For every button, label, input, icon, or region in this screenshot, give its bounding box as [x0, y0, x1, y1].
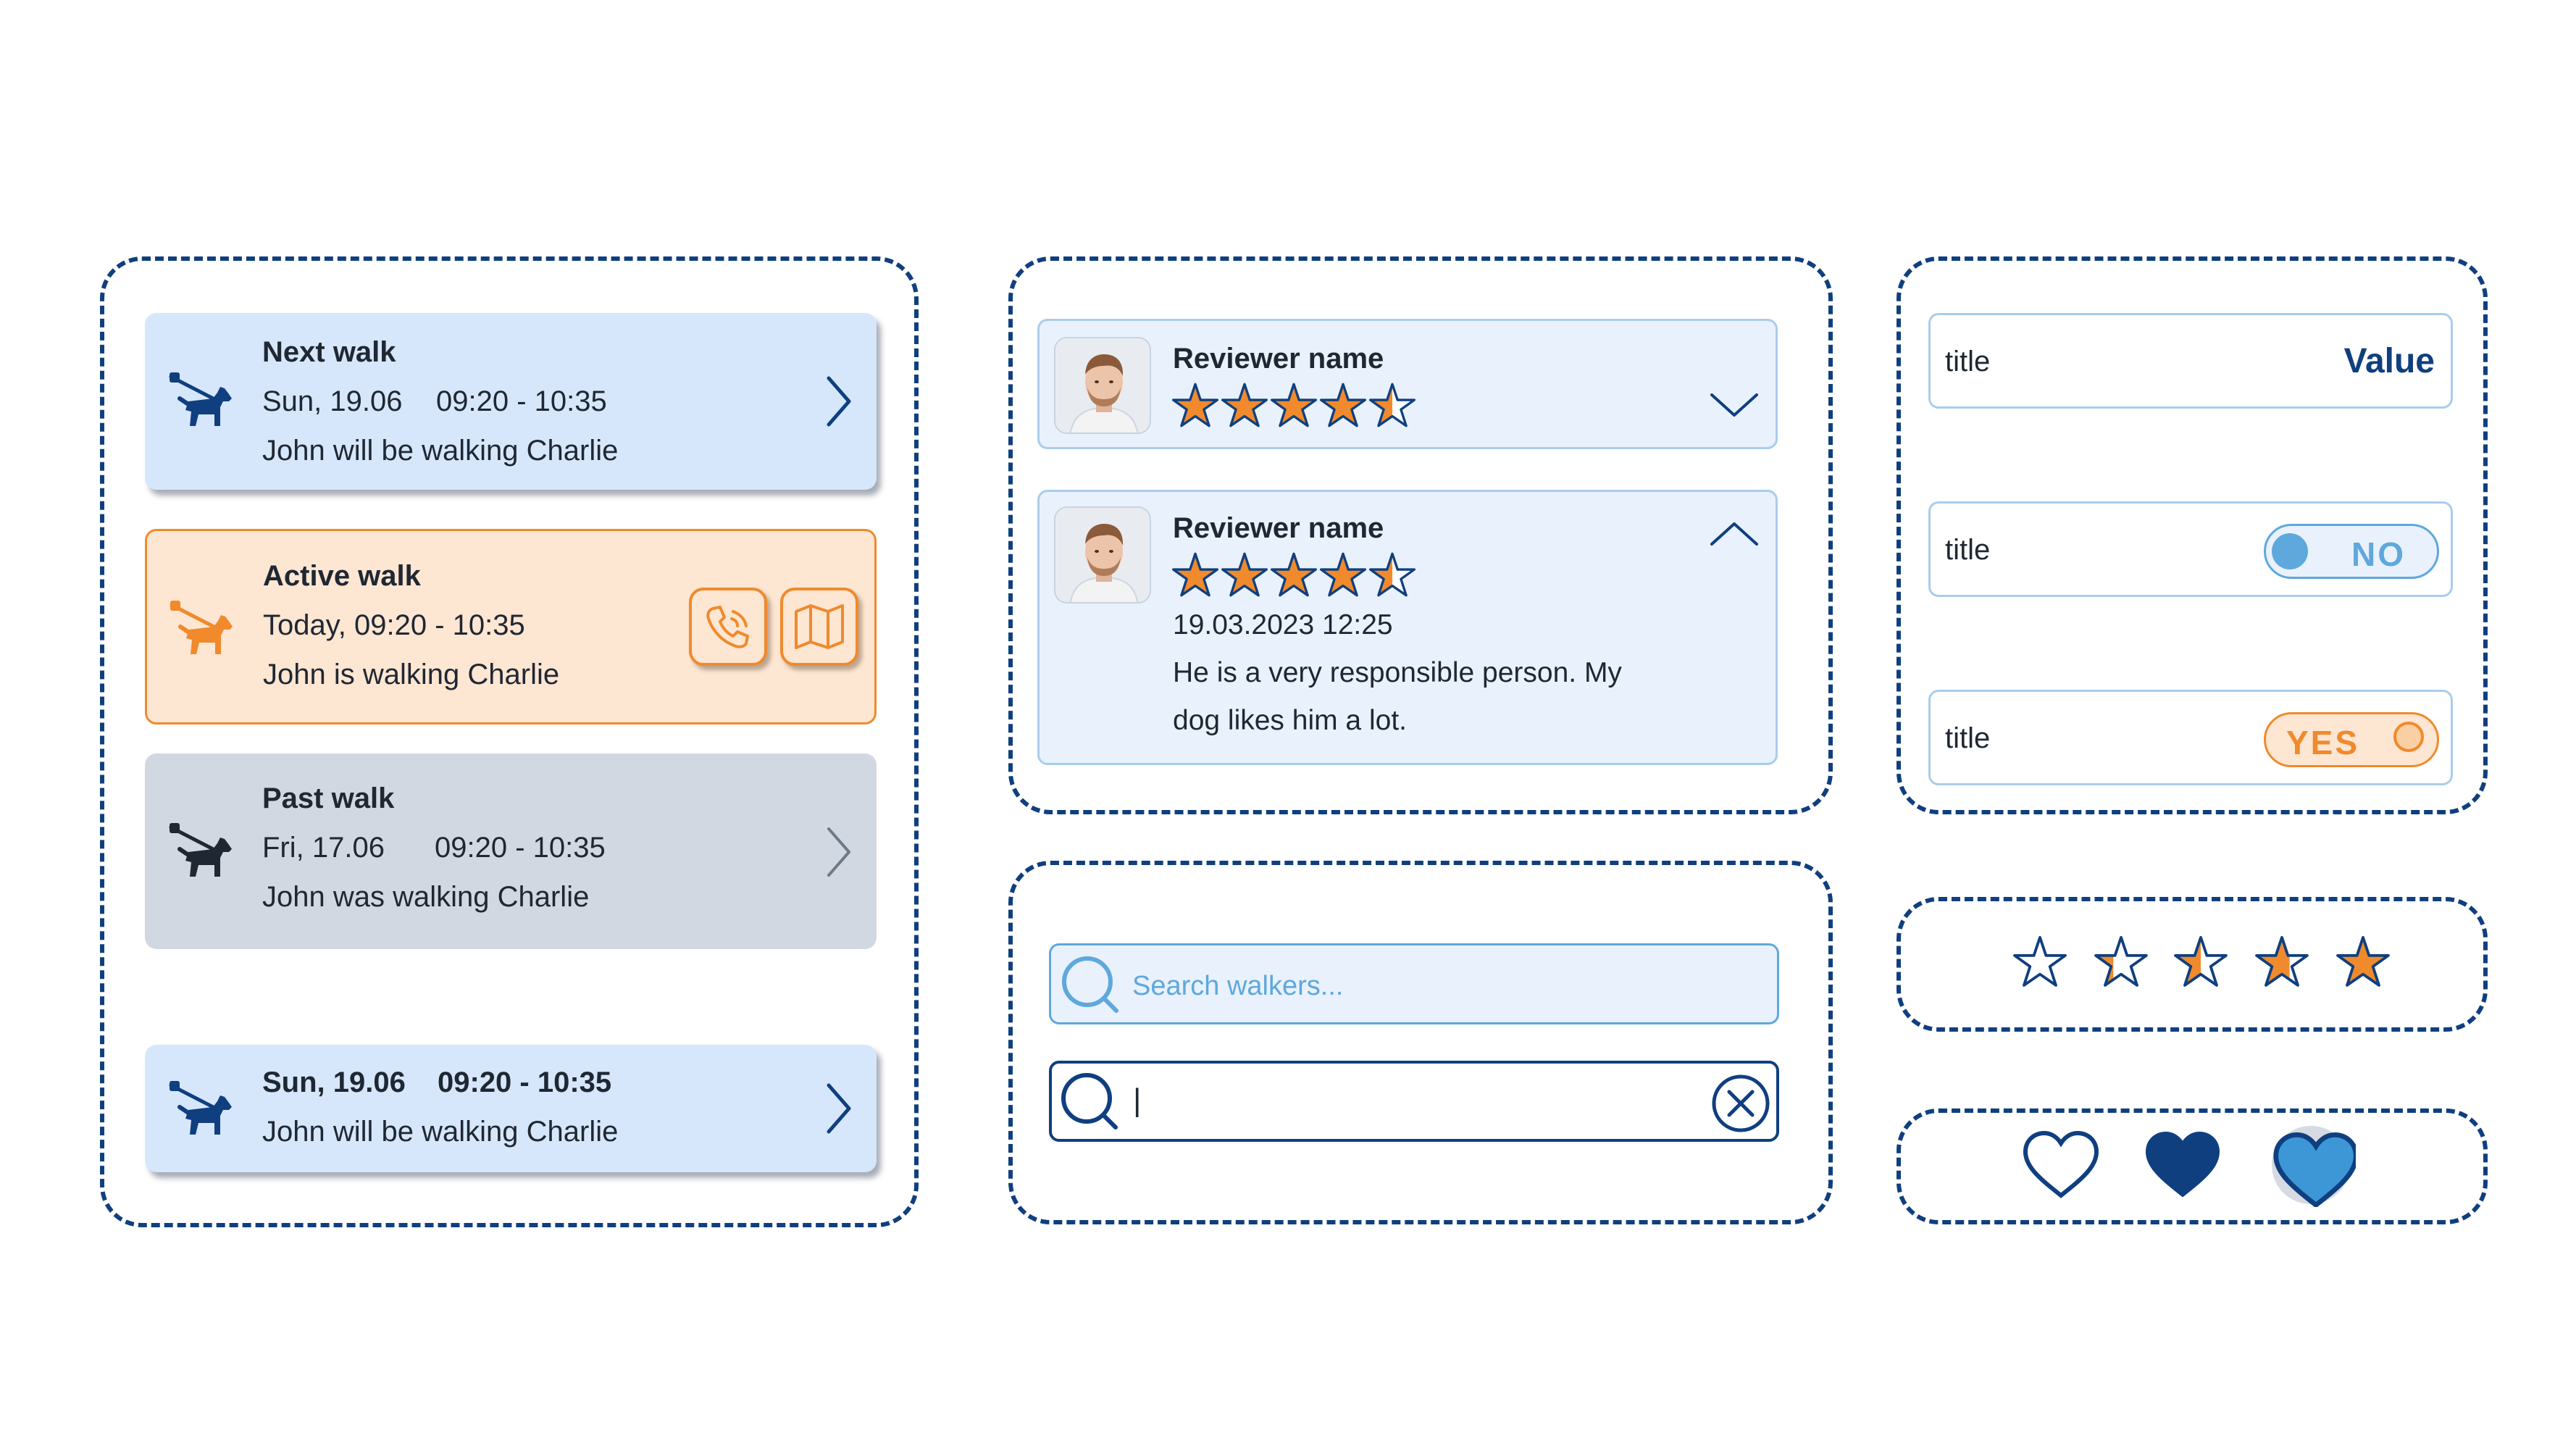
search-input-text[interactable]: |	[1133, 1082, 1142, 1118]
setting-row-toggle-off[interactable]: title NO	[1928, 501, 2453, 597]
reviews-group	[1008, 256, 1833, 814]
star-full-icon	[1221, 382, 1268, 430]
star-full-icon	[1221, 551, 1268, 599]
setting-row-toggle-on[interactable]: title YES	[1928, 690, 2453, 785]
chevron-up-icon[interactable]	[1709, 519, 1760, 552]
chevron-right-icon[interactable]	[824, 1082, 853, 1135]
search-icon	[1058, 1069, 1121, 1137]
chevron-right-icon[interactable]	[824, 375, 853, 427]
toggle-label: NO	[2351, 535, 2406, 573]
map-icon	[795, 604, 844, 649]
toggle-switch-off[interactable]: NO	[2264, 524, 2439, 579]
reviewer-avatar	[1054, 337, 1151, 434]
setting-title: title	[1945, 346, 1991, 377]
star-half-icon[interactable]	[2173, 935, 2228, 990]
review-datetime: 19.03.2023 12:25	[1173, 609, 1393, 640]
walk-time: 09:20 - 10:35	[436, 385, 607, 417]
walk-title: Past walk	[262, 782, 395, 814]
next-walk-card[interactable]: Next walk Sun, 19.06 09:20 - 10:35 John …	[145, 313, 877, 490]
star-quarter-icon[interactable]	[2094, 935, 2149, 990]
star-full-icon	[1319, 382, 1367, 430]
review-text-line: He is a very responsible person. My	[1173, 657, 1622, 688]
walk-description: John will be walking Charlie	[262, 435, 619, 467]
walk-description: John was walking Charlie	[262, 881, 590, 913]
star-rating	[1171, 551, 1418, 603]
compact-walk-card[interactable]: Sun, 19.06 09:20 - 10:35 John will be wa…	[145, 1045, 877, 1172]
walk-title: Next walk	[262, 336, 396, 368]
dog-walk-icon	[167, 817, 236, 887]
chevron-right-icon[interactable]	[824, 826, 853, 878]
active-walk-card[interactable]: Active walk Today, 09:20 - 10:35 John is…	[145, 529, 877, 724]
review-card-collapsed[interactable]: Reviewer name	[1037, 319, 1778, 449]
reviewer-avatar	[1054, 506, 1151, 604]
search-input[interactable]	[1131, 967, 1757, 1005]
walk-title: Active walk	[263, 560, 421, 592]
search-group	[1008, 861, 1833, 1224]
reviewer-name: Reviewer name	[1173, 512, 1384, 544]
setting-row-value[interactable]: title Value	[1928, 313, 2453, 409]
filled-heart-icon[interactable]	[2143, 1129, 2222, 1205]
search-bar-default[interactable]	[1049, 943, 1779, 1024]
clear-icon[interactable]	[1710, 1072, 1772, 1138]
star-three-quarter-icon[interactable]	[2254, 935, 2309, 990]
star-full-icon	[1270, 382, 1318, 430]
hovered-heart-icon[interactable]	[2266, 1123, 2356, 1211]
dog-walk-icon	[167, 367, 236, 436]
toggle-knob	[2393, 722, 2424, 752]
star-empty-icon[interactable]	[2012, 935, 2067, 990]
heart-states-group	[1897, 1108, 2488, 1224]
star-rating	[1171, 382, 1418, 433]
star-half-icon	[1368, 382, 1416, 430]
toggle-label: YES	[2286, 724, 2360, 761]
rating-states-group	[1897, 897, 2488, 1032]
walk-date: Sun, 19.06	[262, 1066, 406, 1098]
search-bar-focused[interactable]: |	[1049, 1061, 1779, 1142]
past-walk-card[interactable]: Past walk Fri, 17.06 09:20 - 10:35 John …	[145, 753, 877, 949]
settings-group	[1897, 256, 2488, 814]
outline-heart-icon[interactable]	[2021, 1129, 2101, 1205]
setting-title: title	[1945, 722, 1991, 754]
walk-date: Fri, 17.06	[262, 832, 385, 864]
dog-walk-icon	[167, 1075, 236, 1145]
reviewer-name: Reviewer name	[1173, 343, 1384, 375]
star-full-icon	[1270, 551, 1318, 599]
dog-walk-icon	[167, 595, 237, 664]
star-full-icon	[1171, 382, 1219, 430]
call-button[interactable]	[689, 588, 767, 666]
search-icon	[1058, 953, 1122, 1020]
star-half-icon	[1368, 551, 1416, 599]
star-full-icon	[1319, 551, 1367, 599]
map-button[interactable]	[780, 588, 858, 666]
star-full-icon[interactable]	[2335, 935, 2391, 990]
chevron-down-icon[interactable]	[1709, 391, 1760, 423]
setting-title: title	[1945, 534, 1991, 566]
review-card-expanded[interactable]: Reviewer name 19.03.2023 12:25 He is a v…	[1037, 490, 1778, 765]
toggle-switch-on[interactable]: YES	[2264, 712, 2439, 767]
toggle-knob	[2272, 533, 2308, 569]
walk-description: John will be walking Charlie	[262, 1116, 619, 1148]
setting-value: Value	[2343, 342, 2435, 380]
walk-date: Sun, 19.06	[262, 385, 403, 417]
walk-time: 09:20 - 10:35	[435, 832, 606, 864]
walk-time: 09:20 - 10:35	[438, 1066, 612, 1098]
review-text-line: dog likes him a lot.	[1173, 705, 1407, 736]
walk-cards-group	[100, 256, 919, 1227]
phone-icon	[706, 606, 749, 648]
walk-date: Today, 09:20 - 10:35	[263, 609, 525, 641]
walk-description: John is walking Charlie	[263, 659, 560, 690]
star-full-icon	[1171, 551, 1219, 599]
